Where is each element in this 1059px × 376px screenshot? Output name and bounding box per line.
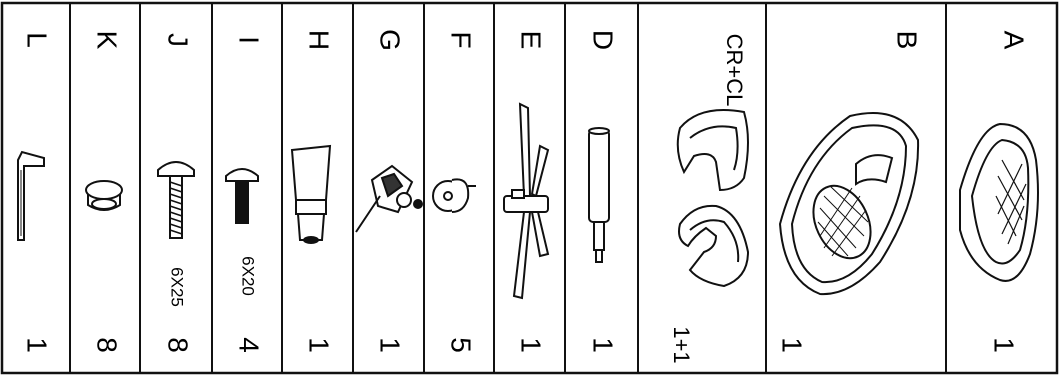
part-letter: E xyxy=(516,31,547,50)
part-quantity: 8 xyxy=(163,337,194,353)
part-quantity: 1 xyxy=(777,337,808,353)
part-letter: L xyxy=(22,32,53,48)
part-quantity: 1 xyxy=(588,337,619,353)
part-letter: D xyxy=(588,30,619,50)
part-quantity: 1 xyxy=(516,337,547,353)
part-letter: A xyxy=(999,31,1030,50)
part-quantity: 1 xyxy=(989,337,1020,353)
part-letter: H xyxy=(304,30,335,50)
part-quantity: 1+1 xyxy=(669,326,694,363)
part-letter: B xyxy=(892,31,923,50)
part-letter: F xyxy=(446,31,477,48)
part-quantity: 5 xyxy=(446,337,477,353)
part-quantity: 4 xyxy=(234,337,265,353)
part-letter: CR+CL xyxy=(722,34,747,107)
part-spec: 6X25 xyxy=(168,267,187,307)
part-quantity: 1 xyxy=(22,337,53,353)
part-letter: J xyxy=(163,33,194,47)
part-letter: G xyxy=(375,29,406,51)
end-cap-icon xyxy=(86,181,122,210)
part-spec: 6X20 xyxy=(239,256,258,296)
part-quantity: 1 xyxy=(304,337,335,353)
part-letter: I xyxy=(234,36,265,44)
part-quantity: 1 xyxy=(375,337,406,353)
part-letter: K xyxy=(92,31,123,50)
part-quantity: 8 xyxy=(92,337,123,353)
